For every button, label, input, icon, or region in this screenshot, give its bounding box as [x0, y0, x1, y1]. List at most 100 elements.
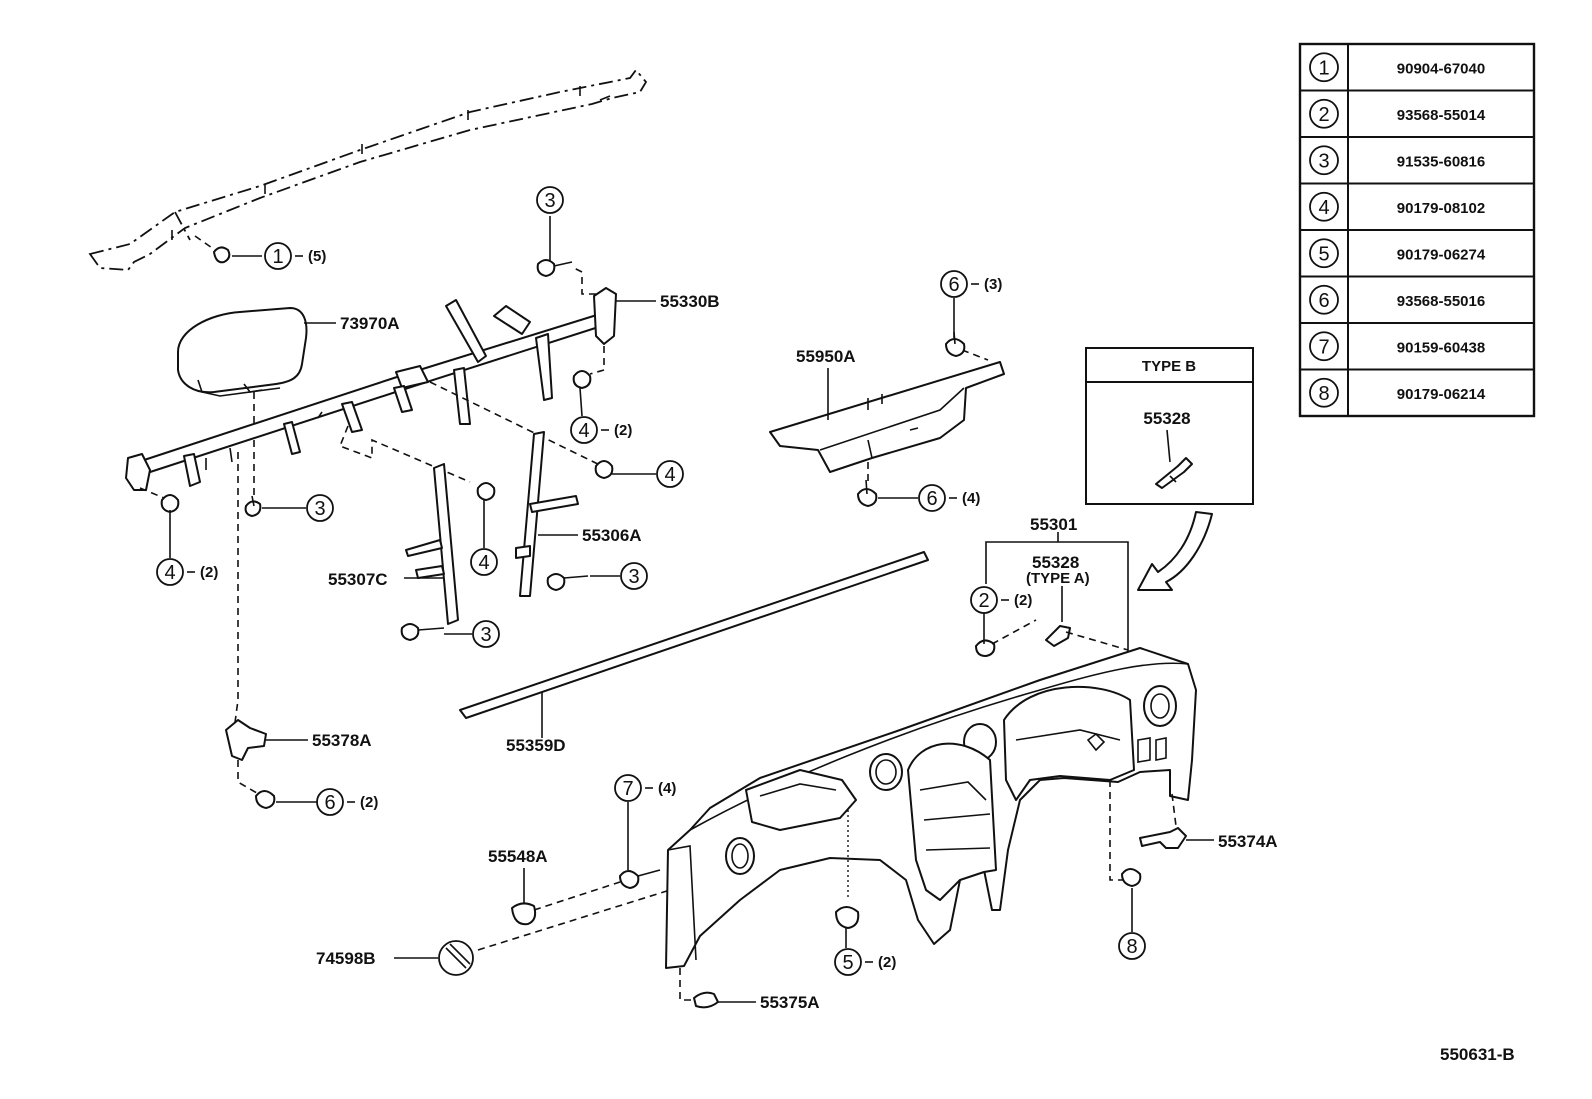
callout-c6a: 6(3) [940, 270, 1002, 298]
callout-c3d: 3 [472, 620, 500, 648]
legend-number-circle [1309, 98, 1339, 129]
callout-c4c: 4(2) [156, 558, 218, 586]
legend-number-circle [1309, 145, 1339, 176]
legend-part-number: 93568-55014 [1397, 107, 1486, 124]
callout-quantity: (2) [360, 794, 378, 811]
label-55950A: 55950A [796, 347, 856, 366]
legend-part-number: 90904-67040 [1397, 60, 1485, 77]
instrument-panel-reinforcement [125, 287, 617, 491]
label-55374A: 55374A [1218, 832, 1278, 851]
callout-c4a: 4(2) [570, 416, 632, 444]
callout-number: 6 [324, 792, 335, 814]
callout-number: 1 [272, 246, 283, 268]
callout-number: 2 [978, 590, 989, 612]
diagram-id: 550631-B [1440, 1045, 1515, 1064]
callout-number: 6 [948, 274, 959, 296]
bracket-55378A [225, 719, 267, 761]
callout-c8: 8 [1118, 932, 1146, 960]
type-b-arrow [1137, 511, 1213, 591]
callout-c4d: 4 [470, 548, 498, 576]
legend-number-circle [1309, 377, 1339, 408]
callout-number: 3 [544, 190, 555, 212]
label-73970A: 73970A [340, 314, 400, 333]
legend-row: 6 93568-55016 [1309, 284, 1485, 315]
callout-c3c: 3 [620, 562, 648, 590]
type-b-title: TYPE B [1142, 358, 1196, 375]
panel-bracket-55950A [769, 361, 1005, 473]
legend-row: 4 90179-08102 [1309, 191, 1485, 222]
callout-quantity: (5) [308, 248, 326, 265]
legend-number-circle [1309, 331, 1339, 362]
callout-number: 6 [926, 488, 937, 510]
label-55375A: 55375A [760, 993, 820, 1012]
bolt-icon [546, 573, 589, 591]
legend-part-number: 90179-06214 [1397, 386, 1486, 403]
clip-55548A [511, 902, 537, 926]
legend-number: 7 [1318, 336, 1329, 358]
callout-number: 7 [622, 778, 633, 800]
plug-74598B [438, 940, 474, 976]
nut-icon [572, 370, 592, 389]
callout-number: 3 [480, 624, 491, 646]
clip-55375A [693, 991, 719, 1009]
clip-icon [835, 906, 860, 929]
callout-quantity: (4) [962, 490, 980, 507]
nut-icon [594, 460, 614, 479]
bolt-icon [536, 259, 573, 277]
label-55306A: 55306A [582, 526, 642, 545]
bolt-icon [244, 495, 262, 517]
label-55548A: 55548A [488, 847, 548, 866]
nut-icon [476, 482, 496, 501]
legend-number: 1 [1318, 57, 1329, 79]
callout-c7: 7(4) [614, 774, 676, 802]
legend-part-number: 91535-60816 [1397, 153, 1485, 170]
moulding-strip-55359D [459, 551, 929, 719]
legend-number-circle [1309, 284, 1339, 315]
callout-c6c: 6 (2) [316, 788, 378, 816]
legend-part-number: 93568-55016 [1397, 293, 1485, 310]
label-55378A: 55378A [312, 731, 372, 750]
clip-55328-type-a [1045, 625, 1071, 647]
screw-icon [945, 331, 966, 357]
instrument-panel-55301 [665, 647, 1197, 969]
callout-number: 3 [314, 498, 325, 520]
callout-number: 3 [628, 566, 639, 588]
callout-quantity: (2) [614, 422, 632, 439]
airbag-module-73970A [177, 307, 308, 397]
clip-55328-type-b [1155, 457, 1193, 489]
screw-icon [255, 790, 276, 809]
legend-part-number: 90179-08102 [1397, 200, 1485, 217]
type-b-part-number: 55328 [1143, 409, 1190, 428]
brace-55306A [515, 431, 579, 597]
legend-number: 6 [1318, 290, 1329, 312]
callout-c3a: 3 [536, 186, 564, 214]
callout-number: 4 [478, 552, 489, 574]
callout-c3b: 3 [306, 494, 334, 522]
clip-icon [975, 639, 996, 657]
callout-c4b: 4 [656, 460, 684, 488]
label-55301: 55301 [1030, 515, 1077, 534]
label-55328-type: (TYPE A) [1026, 570, 1090, 587]
callout-number: 4 [664, 464, 675, 486]
label-74598B: 74598B [316, 949, 376, 968]
legend-part-number: 90179-06274 [1397, 246, 1486, 263]
callout-c1: 1 (5) [264, 242, 326, 270]
label-55359D: 55359D [506, 736, 566, 755]
nut-icon [1121, 868, 1142, 887]
label-55328: 55328 [1032, 553, 1079, 572]
brace-55307C [405, 463, 459, 625]
callout-quantity: (2) [1014, 592, 1032, 609]
nut-icon [160, 494, 180, 513]
screw-icon [619, 869, 661, 889]
legend-number-circle [1309, 52, 1339, 83]
legend-number: 4 [1318, 197, 1329, 219]
screw-icon [857, 479, 878, 507]
callout-quantity: (2) [200, 564, 218, 581]
callout-c2: 2 (2) [970, 586, 1032, 614]
